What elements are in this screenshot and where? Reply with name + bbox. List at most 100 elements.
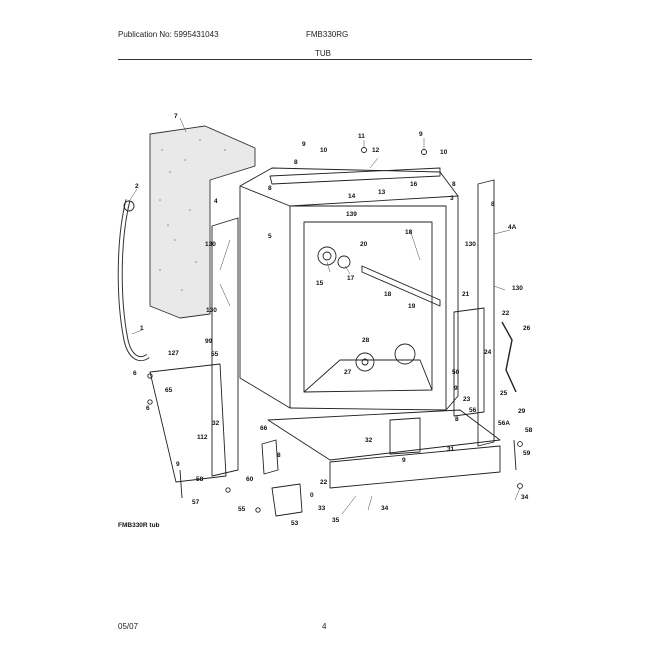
callout-56A: 56A xyxy=(498,420,510,427)
callout-2: 2 xyxy=(135,183,139,190)
hose-clamp xyxy=(123,200,135,212)
callout-24: 24 xyxy=(484,349,492,356)
callout-1: 1 xyxy=(140,325,144,332)
callout-130: 130 xyxy=(206,307,217,314)
left-side-panel xyxy=(211,217,239,477)
callout-4: 4 xyxy=(214,198,218,205)
callout-60: 60 xyxy=(246,476,254,483)
callout-15: 15 xyxy=(316,280,324,287)
leveling-leg-right xyxy=(513,439,517,471)
callout-66: 66 xyxy=(260,425,268,432)
callout-8: 8 xyxy=(268,185,272,192)
tub-floor xyxy=(303,359,433,393)
fill-inlet xyxy=(317,246,337,266)
lower-left-frame xyxy=(149,363,227,483)
callout-22: 22 xyxy=(320,479,328,486)
callout-28: 28 xyxy=(362,337,370,344)
callout-33: 33 xyxy=(318,505,326,512)
footer-date: 05/07 xyxy=(118,622,139,631)
detergent-seal xyxy=(394,343,416,365)
callout-11: 11 xyxy=(358,133,365,140)
callout-139: 139 xyxy=(346,211,357,218)
callout-53: 53 xyxy=(291,520,299,527)
tub-front-frame xyxy=(289,205,447,411)
callout-18: 18 xyxy=(405,229,413,236)
callout-31: 31 xyxy=(447,446,455,453)
callout-5: 5 xyxy=(268,233,272,240)
callout-34: 34 xyxy=(381,505,389,512)
callout-99: 99 xyxy=(205,338,213,345)
callout-65: 65 xyxy=(165,387,173,394)
callout-19: 19 xyxy=(408,303,416,310)
insulation-blanket xyxy=(149,125,256,319)
callout-50: 50 xyxy=(452,369,460,376)
control-bracket xyxy=(389,417,421,455)
page-number: 4 xyxy=(322,622,327,631)
right-side-panel xyxy=(477,179,495,447)
lower-sprayer xyxy=(355,352,375,372)
rack-rail xyxy=(361,265,441,307)
callout-16: 16 xyxy=(410,181,418,188)
callout-55: 55 xyxy=(238,506,246,513)
callout-12: 12 xyxy=(372,147,380,154)
callout-8: 8 xyxy=(294,159,298,166)
callout-10: 10 xyxy=(440,149,448,156)
callout-17: 17 xyxy=(347,275,355,282)
callout-0: 0 xyxy=(310,492,314,499)
callout-9: 9 xyxy=(454,385,458,392)
callout-32: 32 xyxy=(212,420,220,427)
callout-6: 6 xyxy=(133,370,137,377)
callout-20: 20 xyxy=(360,241,368,248)
callout-35: 35 xyxy=(332,517,340,524)
callout-27: 27 xyxy=(344,369,352,376)
callout-10: 10 xyxy=(320,147,328,154)
callout-130: 130 xyxy=(512,285,523,292)
vent xyxy=(337,255,351,269)
callout-9: 9 xyxy=(402,457,406,464)
callout-112: 112 xyxy=(197,434,208,441)
callout-8: 8 xyxy=(452,181,456,188)
leveling-leg-left xyxy=(179,469,183,499)
publication-number: Publication No: 5995431043 xyxy=(118,30,219,39)
callout-4A: 4A xyxy=(508,224,517,231)
callout-8: 8 xyxy=(491,201,495,208)
callout-7: 7 xyxy=(174,113,178,120)
callout-21: 21 xyxy=(462,291,470,298)
insulation-texture xyxy=(159,139,226,291)
tub-base xyxy=(267,409,501,461)
header-rule xyxy=(118,59,532,60)
callout-8: 8 xyxy=(277,452,281,459)
callout-9: 9 xyxy=(176,461,180,468)
callout-127: 127 xyxy=(168,350,179,357)
door-spring xyxy=(501,321,517,393)
callout-56: 56 xyxy=(469,407,477,414)
toe-kick xyxy=(329,445,501,489)
callout-32: 32 xyxy=(365,437,373,444)
callout-22: 22 xyxy=(502,310,510,317)
callout-130: 130 xyxy=(205,241,216,248)
tub-right-side xyxy=(445,196,459,411)
callout-labels: 7 2 1 9 10 11 12 9 10 8 8 13 14 16 8 3 4… xyxy=(133,113,533,527)
callout-23: 23 xyxy=(463,396,471,403)
leader-lines xyxy=(129,117,521,515)
callout-9: 9 xyxy=(302,141,306,148)
callout-58: 58 xyxy=(196,476,204,483)
callout-59: 59 xyxy=(523,450,531,457)
model-number: FMB330RG xyxy=(306,30,349,39)
callout-14: 14 xyxy=(348,193,356,200)
callout-3: 3 xyxy=(450,195,454,202)
callout-18: 18 xyxy=(384,291,392,298)
right-bracket xyxy=(453,307,485,417)
callout-29: 29 xyxy=(518,408,526,415)
callout-58: 58 xyxy=(525,427,533,434)
tub-top xyxy=(239,167,459,207)
callout-25: 25 xyxy=(500,390,508,397)
callout-57: 57 xyxy=(192,499,200,506)
callout-8: 8 xyxy=(455,416,459,423)
callout-9: 9 xyxy=(419,131,423,138)
leg-assembly xyxy=(271,483,303,517)
tub-left-side xyxy=(239,186,291,409)
callout-55: 55 xyxy=(211,351,219,358)
callout-6: 6 xyxy=(146,405,150,412)
section-title: TUB xyxy=(315,49,331,58)
